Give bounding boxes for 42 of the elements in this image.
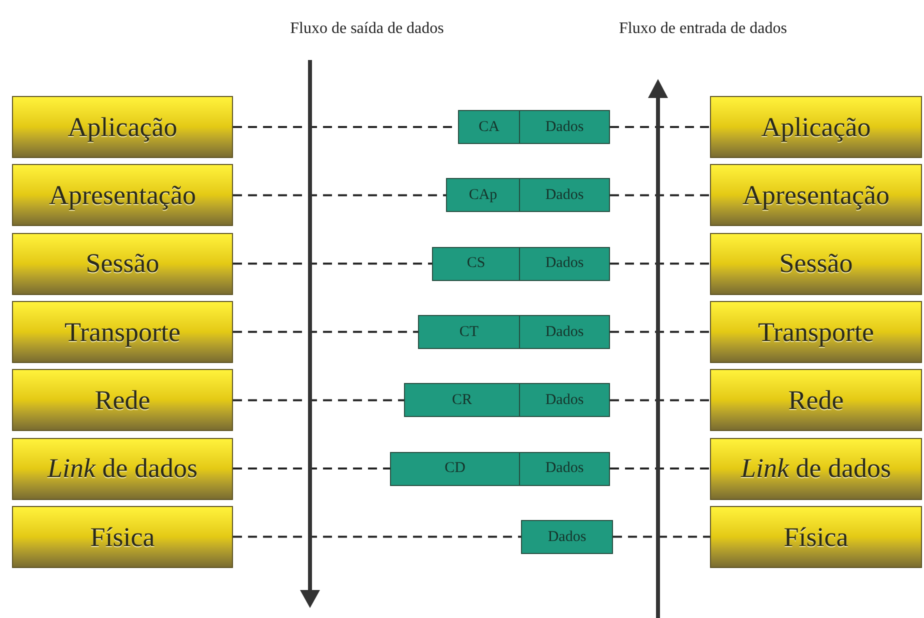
layer-box: Sessão	[12, 232, 233, 295]
dashed-connector	[233, 330, 418, 333]
header-cell: CR	[404, 383, 520, 418]
layer-box: Apresentação	[12, 164, 233, 226]
layer-box: Transporte	[12, 300, 233, 363]
dashed-connector	[610, 194, 710, 196]
dashed-connector	[613, 536, 710, 538]
data-cell: Dados	[520, 314, 610, 349]
dashed-connector	[233, 194, 446, 196]
data-cell: Dados	[520, 452, 610, 486]
layer-box: Física	[710, 506, 922, 568]
layer-box: Transporte	[710, 300, 922, 363]
layer-box: Aplicação	[12, 96, 233, 158]
data-cell: Dados	[520, 110, 610, 144]
layer-box: Sessão	[710, 232, 922, 295]
data-cell: Dados	[520, 383, 610, 418]
dashed-connector	[233, 262, 432, 265]
header-cell: CD	[390, 452, 520, 486]
layer-box: Apresentação	[710, 164, 922, 226]
dashed-connector	[610, 330, 710, 333]
layer-box: Rede	[12, 369, 233, 432]
dashed-connector	[610, 468, 710, 470]
layer-box: Física	[12, 506, 233, 568]
layer-box: Link de dados	[12, 438, 233, 500]
layer-box: Link de dados	[710, 438, 922, 500]
data-cell: Dados	[521, 520, 613, 554]
flow-label: Fluxo de saída de dados	[289, 19, 445, 39]
header-cell: CAp	[446, 178, 520, 212]
dashed-connector	[610, 399, 710, 402]
dashed-connector	[233, 536, 521, 538]
dashed-connector	[233, 399, 404, 402]
data-cell: Dados	[520, 246, 610, 281]
dashed-connector	[233, 468, 390, 470]
data-cell: Dados	[520, 178, 610, 212]
dashed-connector	[610, 126, 710, 128]
layer-box: Aplicação	[710, 96, 922, 158]
header-cell: CS	[432, 246, 520, 281]
dashed-connector	[610, 262, 710, 265]
header-cell: CT	[418, 314, 520, 349]
layer-box: Rede	[710, 369, 922, 432]
flow-label: Fluxo de entrada de dados	[618, 19, 788, 39]
header-cell: CA	[458, 110, 520, 144]
